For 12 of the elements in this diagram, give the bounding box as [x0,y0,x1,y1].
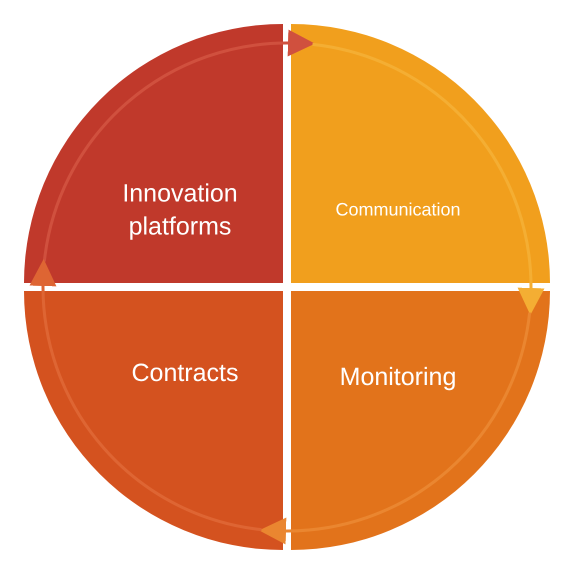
quadrant-segment [24,24,283,283]
quadrant-segment [291,24,550,283]
segment-label: Communication [334,198,462,222]
quadrant-segment [291,291,550,550]
curved-arrow [42,30,315,262]
segment-label: Monitoring [338,362,458,393]
quadrant-segment [24,291,283,550]
curved-arrow [312,42,544,315]
segment-label: Contracts [130,358,240,389]
curved-arrow [259,312,532,544]
curved-arrow [30,259,262,532]
segment-label: Innovation platforms [121,178,239,242]
